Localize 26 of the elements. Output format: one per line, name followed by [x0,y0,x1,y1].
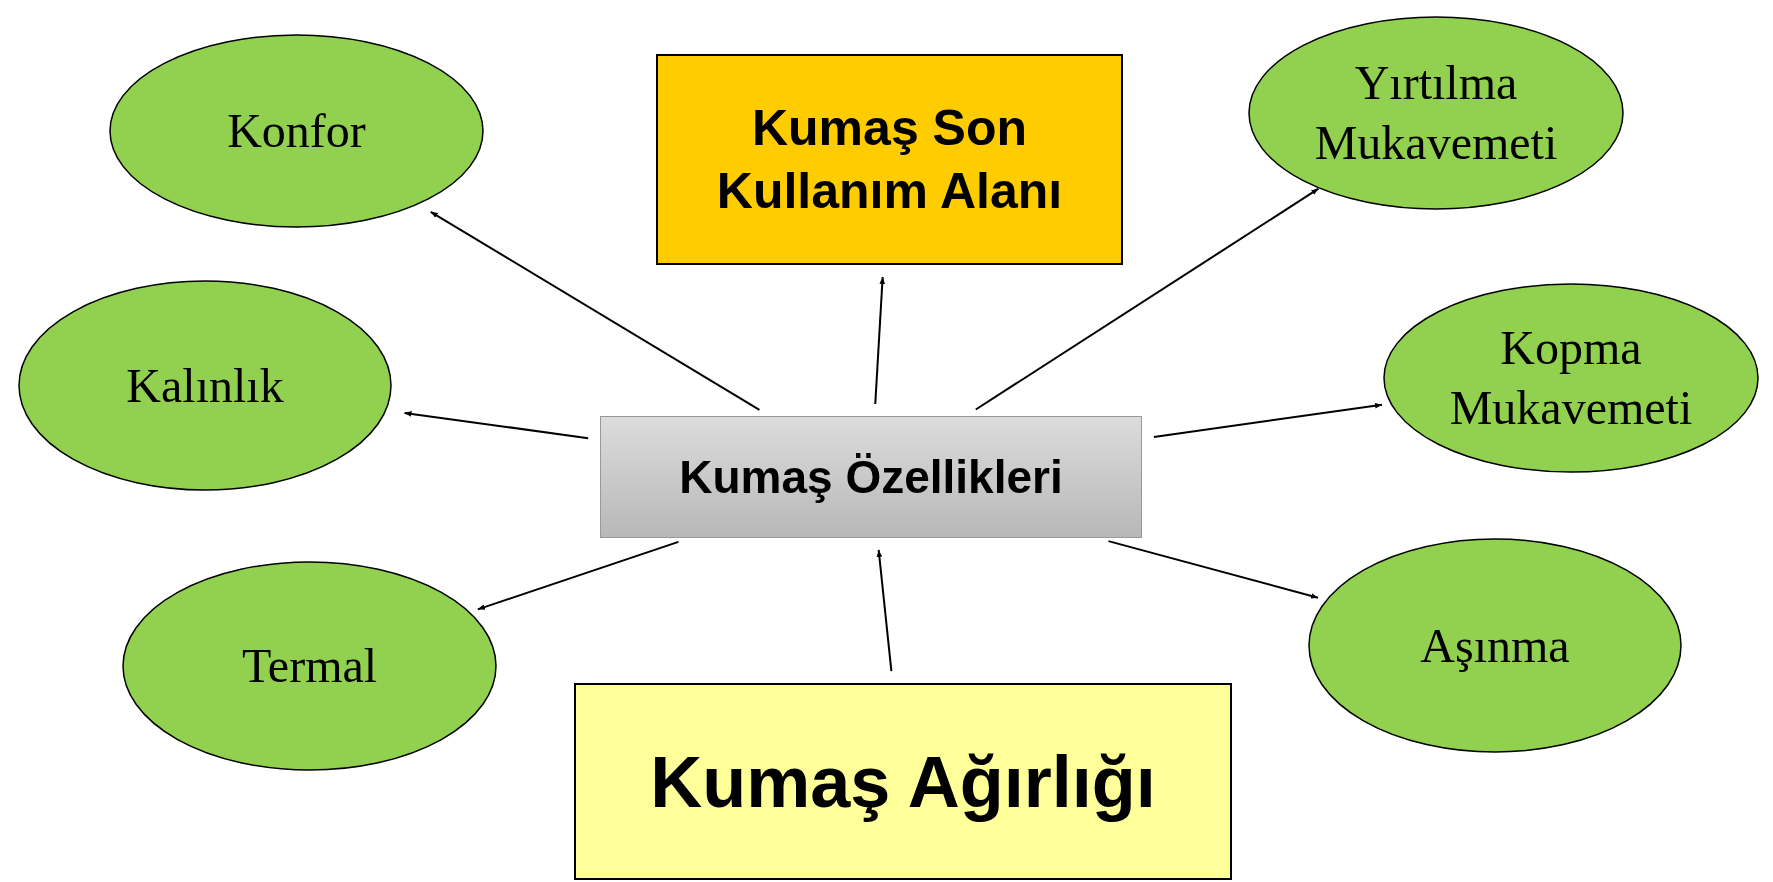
arrow [1107,540,1319,599]
arrow [429,210,761,411]
node-label: Kumaş Son Kullanım Alanı [715,99,1064,221]
arrow [876,548,893,673]
arrow [1152,402,1384,438]
node-label: Termal [240,638,379,694]
node-label: Yırtılma Mukavemeti [1313,55,1559,171]
node-label: Kumaş Ağırlığı [649,740,1157,824]
ellipse-node [1248,16,1624,210]
node-label: Aşınma [1419,617,1571,674]
ellipse-node [18,280,392,491]
node-label: Konfor [226,103,367,159]
node-label: Kumaş Özellikleri [678,449,1064,505]
ellipse-node [122,561,497,771]
node-label: Kopma Mukavemeti [1448,320,1694,436]
ellipse-node [109,34,484,228]
arrow [403,411,590,440]
node-label: Kalınlık [125,357,285,414]
arrow [974,187,1320,411]
rectangle-node [656,54,1123,265]
ellipse-node [1383,283,1759,473]
ellipse-node [1308,538,1682,753]
rectangle-node [574,683,1232,880]
rectangle-node [600,416,1142,538]
arrow [476,540,680,611]
arrow [874,276,886,405]
